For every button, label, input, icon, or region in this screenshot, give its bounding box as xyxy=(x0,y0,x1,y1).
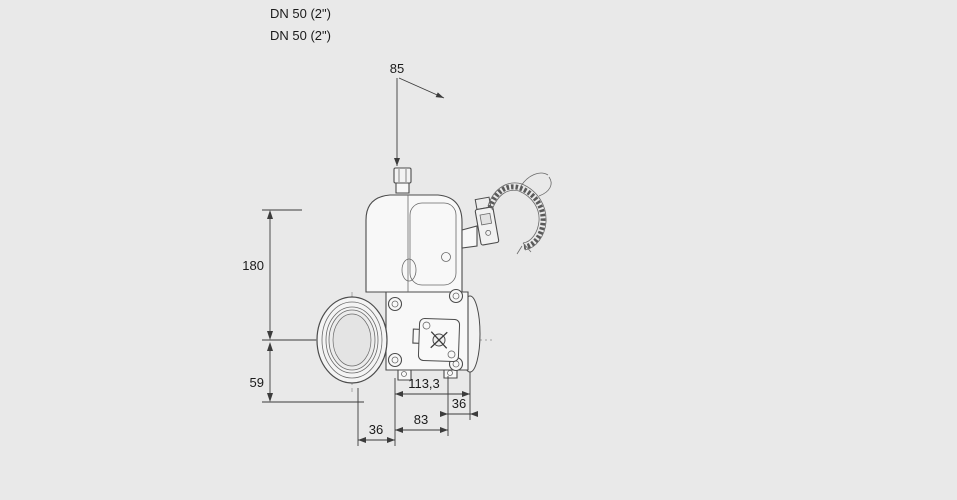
arrowhead-icon xyxy=(470,411,478,417)
actuator-housing xyxy=(365,194,463,293)
arrowhead-icon xyxy=(462,391,470,397)
connector-and-cable xyxy=(461,172,552,255)
dim-label-body-width: 83 xyxy=(414,412,428,427)
dim-label-diagonal-width: 113,3 xyxy=(408,376,440,391)
connector-window xyxy=(479,212,493,226)
cable-ends xyxy=(516,242,532,255)
arrowhead-icon xyxy=(387,437,395,443)
foot-screw-icon xyxy=(447,370,453,376)
coil-face xyxy=(409,202,457,286)
plate-screw-icon xyxy=(422,321,431,330)
connector-bracket xyxy=(461,225,478,249)
arrowhead-icon xyxy=(395,427,403,433)
arrowhead-icon xyxy=(358,437,366,443)
arrowhead-icon xyxy=(267,331,273,340)
port-label-top: DN 50 (2") xyxy=(270,6,331,21)
arrowhead-icon xyxy=(440,411,448,417)
top-cap xyxy=(393,167,412,194)
cap-neck xyxy=(395,182,410,194)
bottom-tabs xyxy=(397,369,458,381)
cable-edge xyxy=(491,189,540,244)
cap-facets xyxy=(398,169,407,182)
foot-right xyxy=(443,369,458,379)
bolt-icon xyxy=(391,300,399,308)
arrowhead-icon xyxy=(267,342,273,351)
bolt-icon xyxy=(452,292,460,300)
din-connector xyxy=(474,196,500,246)
bolt-icon xyxy=(387,296,403,312)
arrowhead-icon xyxy=(395,391,403,397)
dim-label-lower-height: 59 xyxy=(250,375,264,390)
cable-strays xyxy=(520,172,552,197)
dim-label-overall-height: 180 xyxy=(242,258,264,273)
port-labels: DN 50 (2") DN 50 (2") xyxy=(270,6,331,43)
left-flange xyxy=(316,296,388,384)
arrowhead-icon xyxy=(267,210,273,219)
body-bolts xyxy=(387,288,464,372)
arrowhead-icon xyxy=(394,158,400,166)
dim-label-right-offset: 36 xyxy=(452,396,466,411)
bolt-icon xyxy=(448,288,464,304)
cross-mark-icon xyxy=(430,331,448,349)
valve-assembly xyxy=(316,167,552,384)
port-label-bottom: DN 50 (2") xyxy=(270,28,331,43)
cable-edge xyxy=(487,182,547,251)
arrowhead-icon xyxy=(267,393,273,402)
dim-line-85-right xyxy=(398,77,445,99)
connector-body xyxy=(474,206,500,246)
dim-label-bottom-offset: 36 xyxy=(369,422,383,437)
foot-screw-icon xyxy=(401,371,407,377)
dimensioning: 85 180 59 113,3 xyxy=(242,61,478,446)
arrowhead-icon xyxy=(440,427,448,433)
bolt-icon xyxy=(387,352,403,368)
arrowhead-icon xyxy=(435,92,444,98)
cable-bundle xyxy=(487,184,546,250)
adjustment-cap xyxy=(393,167,412,184)
dim-label-top-width: 85 xyxy=(390,61,404,76)
thread-ring xyxy=(325,306,379,374)
foot-left xyxy=(397,369,412,381)
sight-window xyxy=(401,258,417,282)
bore xyxy=(332,313,372,367)
bolt-icon xyxy=(391,356,399,364)
connector-screw-icon xyxy=(485,229,492,236)
indicator-icon xyxy=(441,252,451,262)
flange-ring xyxy=(321,301,383,379)
measuring-plate xyxy=(412,317,461,363)
plate-screw-icon xyxy=(447,350,456,359)
